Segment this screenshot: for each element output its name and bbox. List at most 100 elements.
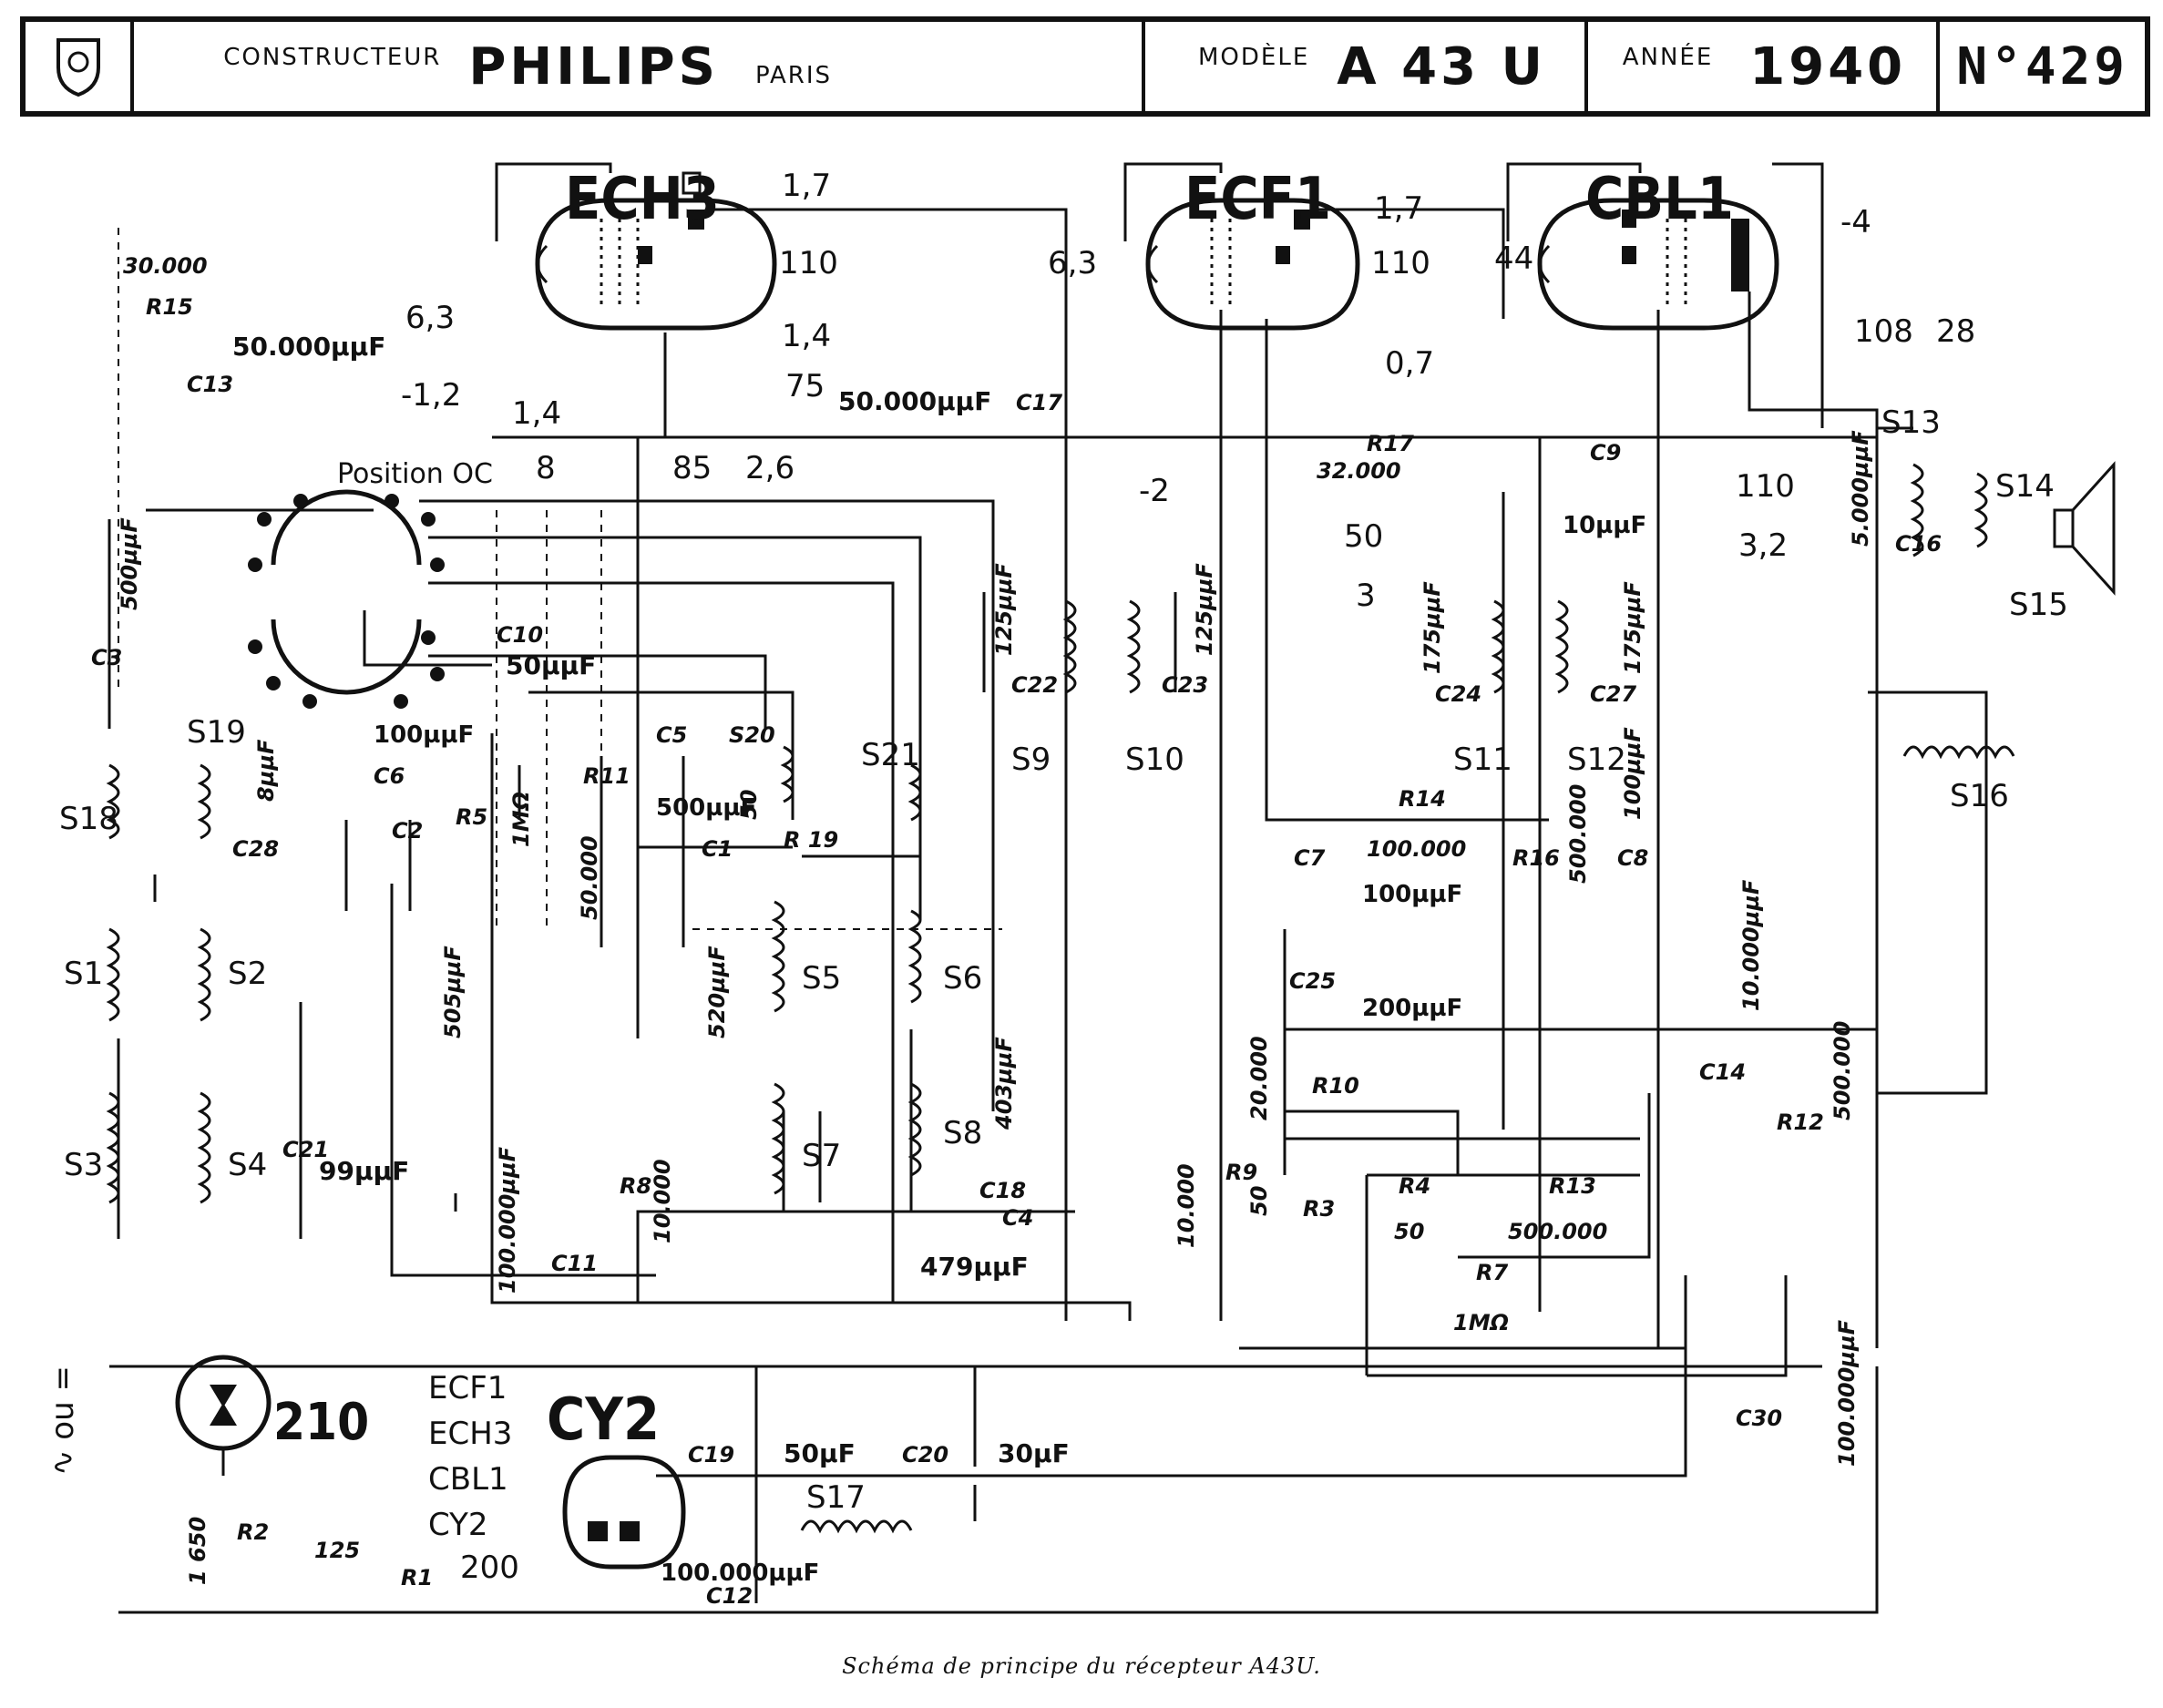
c20-value: 30µF: [998, 1438, 1070, 1468]
annee-label: ANNÉE: [1622, 44, 1714, 71]
s13-label: S13: [1881, 404, 1941, 441]
constructeur-label: CONSTRUCTEUR: [223, 44, 442, 71]
lamp-label: 210: [273, 1393, 369, 1452]
r19-value: 50: [736, 790, 762, 820]
r1-label: R1: [401, 1565, 433, 1590]
r17-value: 32.000: [1317, 458, 1401, 484]
pilot-lamp-icon: [175, 1355, 272, 1476]
r3-label: R3: [1303, 1196, 1335, 1222]
c28-value: 8µµF: [253, 739, 279, 802]
s7-label: S7: [802, 1138, 841, 1174]
s5-label: S5: [802, 960, 841, 997]
chain-cbl1: CBL1: [428, 1461, 508, 1498]
c10-value: 50µµF: [506, 650, 596, 680]
r4-value: 50: [1394, 1219, 1424, 1244]
c16-value: 5.000µµF: [1848, 430, 1873, 547]
s20-label: S20: [729, 722, 775, 748]
r3-value: 50: [1246, 1186, 1272, 1216]
s11-label: S11: [1453, 741, 1512, 778]
c8-value: 100µµF: [1620, 727, 1645, 820]
rectifier-label: CY2: [547, 1386, 660, 1454]
tube-label-ech3: ECH3: [565, 166, 720, 233]
ech3-anode: 110: [779, 245, 838, 281]
c19-label: C19: [688, 1442, 734, 1468]
r1-value: 125: [314, 1538, 360, 1563]
r12-label: R12: [1777, 1110, 1824, 1135]
c7-label: C7: [1294, 845, 1326, 871]
c5-label: C5: [656, 722, 687, 748]
c6-value: 100µµF: [374, 721, 474, 749]
c25-label: C25: [1289, 968, 1336, 994]
c11-label: C11: [551, 1251, 598, 1276]
c9-label: C9: [1590, 440, 1621, 465]
c22-label: C22: [1011, 672, 1058, 698]
s3-label: S3: [64, 1147, 103, 1183]
s14-label: S14: [1995, 468, 2055, 505]
c13-label: C13: [187, 372, 233, 397]
coils: [106, 463, 2015, 1534]
cbl1-filament: 44: [1494, 240, 1533, 277]
c16-label: C16: [1895, 531, 1942, 557]
c14-label: C14: [1699, 1059, 1746, 1085]
c23-value: 125µµF: [1192, 563, 1217, 656]
c30-value: 100.000µµF: [1834, 1319, 1860, 1467]
r5-value: 1MΩ: [508, 792, 534, 847]
c9-value: 10µµF: [1563, 512, 1646, 539]
s19-label: S19: [187, 714, 246, 751]
model-name: A 43 U: [1337, 36, 1546, 97]
c1-label: C1: [702, 836, 733, 862]
component-labels: 30.000 R15 50.000µµF C13 50.000µµF C17 R…: [59, 253, 2068, 1609]
modele-cell: MODÈLE A 43 U: [1145, 22, 1588, 111]
c28-label: C28: [232, 836, 279, 862]
r4-label: R4: [1399, 1173, 1430, 1199]
s6-label: S6: [943, 960, 982, 997]
s9-label: S9: [1011, 741, 1051, 778]
s17-label: S17: [806, 1479, 866, 1516]
c27-value: 175µµF: [1620, 581, 1645, 674]
c2-label: C2: [392, 818, 423, 844]
s16-label: S16: [1950, 778, 2009, 814]
ech3-box-top: 1,7: [782, 168, 831, 204]
ech3-box-85: 2,6: [745, 450, 794, 486]
tube-cbl1: [1537, 198, 1779, 331]
annee-cell: ANNÉE 1940: [1588, 22, 1941, 111]
ecf1-bias: -2: [1139, 473, 1170, 509]
chain-box-200: 200: [460, 1549, 519, 1586]
ecf1-box-3: 3: [1356, 578, 1376, 614]
r2-label: R2: [237, 1519, 269, 1545]
c22-value: 125µµF: [991, 563, 1017, 656]
chain-cy2: CY2: [428, 1507, 488, 1543]
c14-value: 10.000µµF: [1738, 879, 1764, 1011]
ecf1-filament: 6,3: [1048, 245, 1097, 281]
header-bar: CONSTRUCTEUR PHILIPS PARIS MODÈLE A 43 U…: [20, 16, 2150, 117]
ech3-bias: -1,2: [401, 377, 461, 414]
ech3-v75: 75: [785, 368, 825, 404]
mains-label: ∿ ou =: [45, 1365, 81, 1476]
r15-label: R15: [146, 294, 193, 320]
cbl1-box-32: 3,2: [1738, 527, 1788, 564]
r12-value: 500.000: [1830, 1021, 1855, 1120]
rectifier-tube: [562, 1455, 686, 1570]
r16-label: R16: [1512, 845, 1560, 871]
r9-value: 10.000: [1174, 1163, 1199, 1248]
c27-label: C27: [1590, 681, 1636, 707]
loudspeaker-icon: [2053, 461, 2116, 596]
cbl1-box-28: 28: [1936, 313, 1975, 350]
s15-label: S15: [2009, 587, 2068, 623]
brand-name: PHILIPS: [468, 36, 719, 97]
r19-label: R 19: [784, 827, 838, 853]
c17-value: 50.000µµF: [838, 386, 991, 416]
tube-label-cbl1: CBL1: [1585, 166, 1734, 233]
gang-lines: [118, 228, 1002, 930]
s18-label: S18: [59, 801, 118, 837]
r7-value: 1MΩ: [1453, 1310, 1509, 1335]
r17-label: R17: [1367, 431, 1414, 456]
ech3-v8: 8: [536, 450, 556, 486]
ech3-v85: 85: [672, 450, 712, 486]
constructeur-cell: CONSTRUCTEUR PHILIPS PARIS: [134, 22, 1145, 111]
r14-value: 100.000: [1367, 836, 1466, 862]
c30-label: C30: [1736, 1406, 1782, 1431]
c17-label: C17: [1016, 390, 1062, 415]
philips-shield-logo: [56, 38, 100, 97]
switch-position-label: Position OC: [337, 458, 493, 490]
